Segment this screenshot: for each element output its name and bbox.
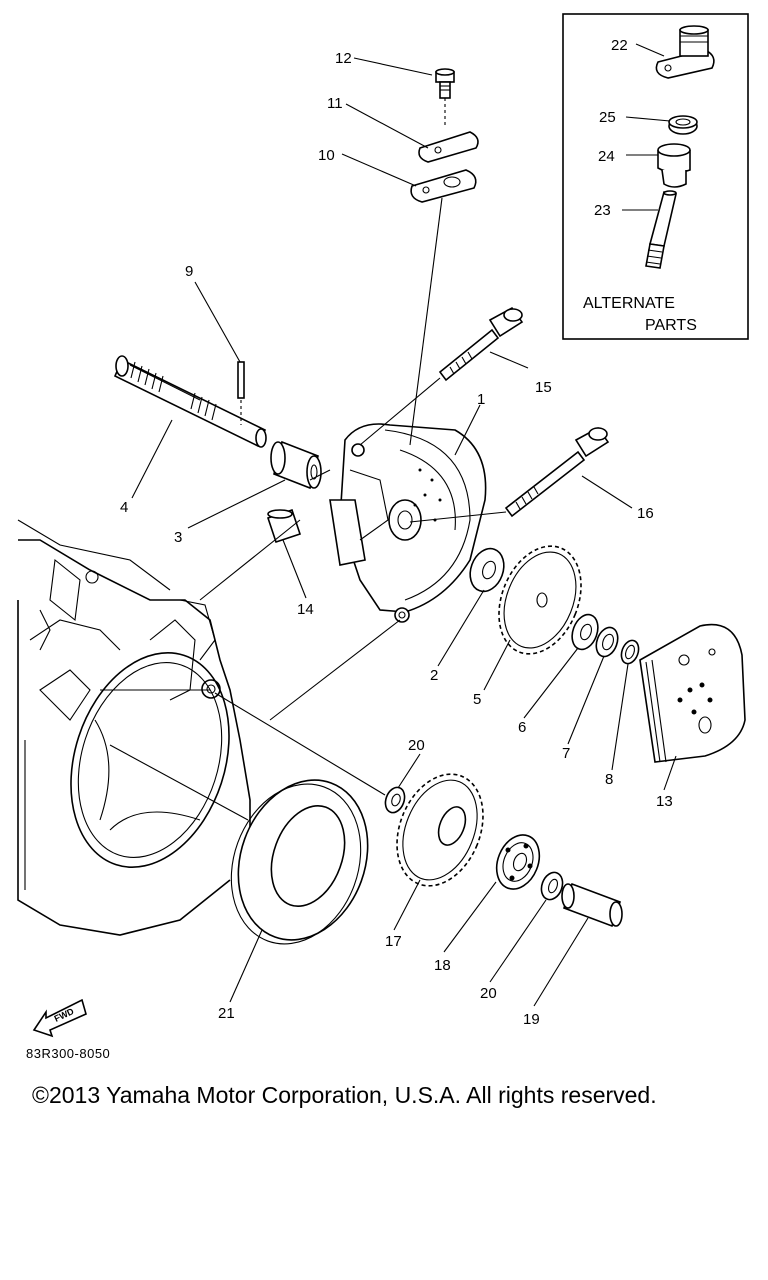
part-2-washer — [469, 547, 505, 593]
part-19-collar — [561, 882, 623, 928]
part-16-bolt — [504, 426, 610, 518]
part-6-washer — [571, 613, 599, 651]
callout-10: 10 — [318, 147, 335, 164]
assembly-lines — [109, 98, 507, 821]
callout-13: 13 — [656, 793, 673, 810]
callout-1: 1 — [477, 391, 485, 408]
callout-9: 9 — [185, 263, 193, 280]
part-3-bushing — [270, 440, 322, 490]
alternate-parts-label-line1: ALTERNATE — [583, 295, 675, 312]
callout-23: 23 — [594, 202, 611, 219]
callout-18: 18 — [434, 957, 451, 974]
callout-14: 14 — [297, 601, 314, 618]
callout-numbers: 12 11 10 9 4 3 14 1 15 16 2 5 6 7 8 13 2… — [120, 37, 673, 1028]
part-20-washer-upper — [384, 786, 406, 814]
part-25-seal — [668, 115, 698, 135]
worm-threads — [130, 361, 217, 421]
part-13-plate — [639, 623, 746, 763]
cover-texture — [413, 468, 442, 522]
part-20-washer-lower — [540, 871, 564, 901]
callout-22: 22 — [611, 37, 628, 54]
part-8-circlip — [620, 639, 640, 665]
part-14-dowel — [266, 508, 302, 544]
part-5-gear — [498, 545, 582, 655]
callout-20-upper: 20 — [408, 737, 425, 754]
callout-15: 15 — [535, 379, 552, 396]
callout-lines — [131, 43, 677, 1007]
crankcase-housing — [17, 519, 251, 936]
callout-16: 16 — [637, 505, 654, 522]
part-11-plate — [418, 131, 479, 163]
copyright-notice: ©2013 Yamaha Motor Corporation, U.S.A. A… — [32, 1082, 657, 1108]
part-21-oil-seal — [230, 779, 369, 945]
callout-25: 25 — [599, 109, 616, 126]
part-12-screw — [435, 68, 455, 99]
forward-arrow-icon: FWD — [32, 998, 87, 1038]
callout-7: 7 — [562, 745, 570, 762]
part-1-gear-cover — [329, 423, 487, 623]
callout-3: 3 — [174, 529, 182, 546]
exploded-parts-diagram: ALTERNATE PARTS — [17, 13, 749, 1038]
callout-19: 19 — [523, 1011, 540, 1028]
part-23-shaft — [645, 190, 677, 269]
part-10-gasket — [410, 169, 477, 203]
alternate-parts-box: ALTERNATE PARTS — [562, 13, 749, 340]
part-24-bushing — [657, 143, 691, 188]
part-17-gear — [396, 773, 484, 887]
part-9-pin — [237, 361, 245, 399]
diagram-code: 83R300-8050 — [26, 1046, 111, 1061]
part-22-fitting — [655, 25, 715, 79]
part-18-bearing — [495, 834, 541, 890]
callout-5: 5 — [473, 691, 481, 708]
callout-8: 8 — [605, 771, 613, 788]
callout-2: 2 — [430, 667, 438, 684]
callout-20-lower: 20 — [480, 985, 497, 1002]
callout-21: 21 — [218, 1005, 235, 1022]
callout-11: 11 — [327, 95, 343, 112]
alternate-parts-label-line2: PARTS — [645, 317, 697, 334]
callout-17: 17 — [385, 933, 402, 950]
part-7-washer — [595, 626, 619, 658]
callout-6: 6 — [518, 719, 526, 736]
callout-4: 4 — [120, 499, 128, 516]
part-4-worm-shaft — [113, 355, 267, 448]
callout-24: 24 — [598, 148, 615, 165]
part-15-bolt — [438, 306, 524, 382]
callout-12: 12 — [335, 50, 352, 67]
